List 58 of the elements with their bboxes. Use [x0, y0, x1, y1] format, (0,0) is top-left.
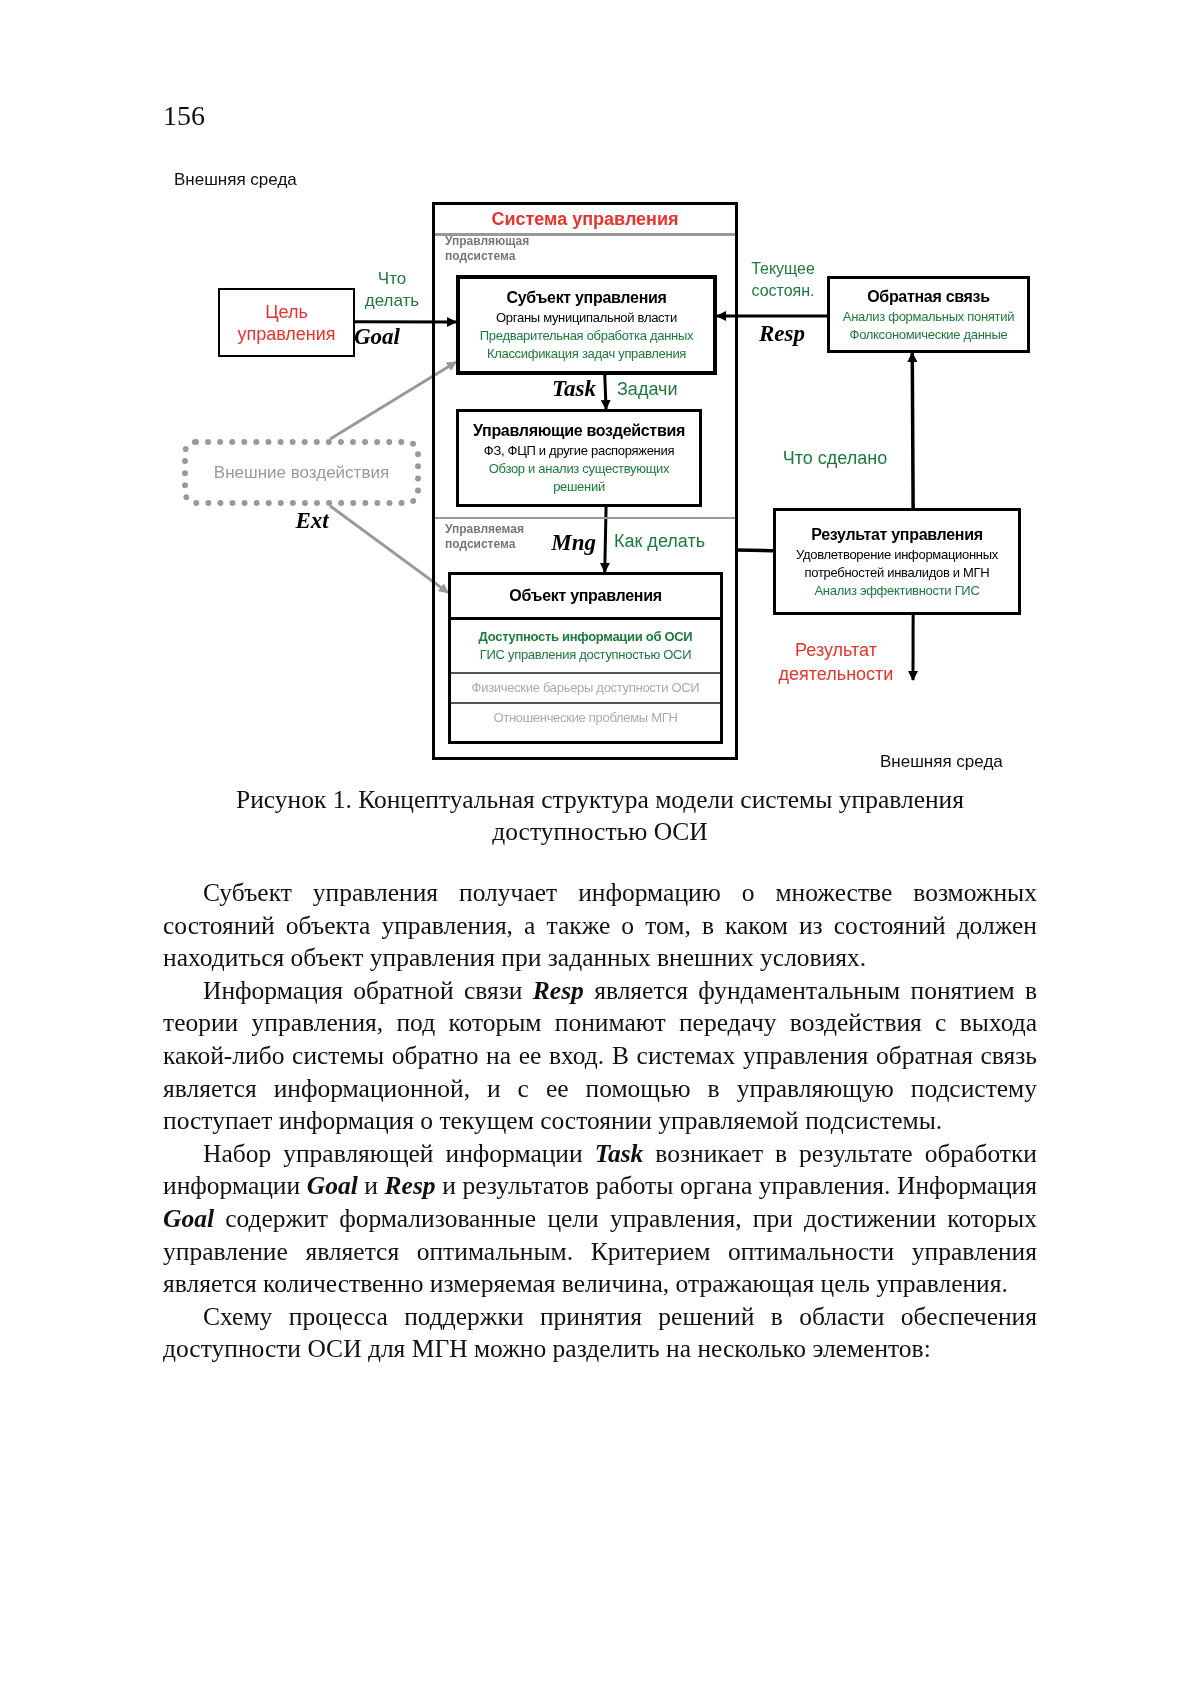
flow-label: Как делать	[614, 531, 707, 552]
process-box	[773, 508, 1021, 615]
body-paragraph: Набор управляющей информации Task возникает в результате обработки информации Goal и Resp и результатов работы органа управления. Информация Goal содержит формализованные цели управления, при достижении которых управление является оптимальным. Критерием оптимальности управления является количественно измеряемая величина, отражающая цель управления.	[163, 1137, 1037, 1301]
flow-label: Что делать	[363, 268, 421, 312]
box-text: ФЗ, ФЦП и другие распоряжения	[482, 442, 676, 460]
band-label: Управляющая подсистема	[445, 234, 531, 264]
box-text: Отношенческие проблемы МГН	[451, 702, 720, 732]
figure-caption: Рисунок 1. Концептуальная структура модели системы управления доступностью ОСИ	[235, 784, 965, 848]
box-text: Предварительная обработка данных	[478, 327, 695, 345]
edge-label: Результат деятельности	[777, 639, 895, 686]
box-text: Обзор и анализ существующих решений	[487, 460, 671, 496]
box-title: Объект управления	[451, 575, 720, 620]
edge-label: Что сделано	[781, 448, 889, 469]
process-box	[827, 276, 1030, 353]
box-title: Результат управления	[810, 524, 984, 545]
edge-label: Mng	[550, 530, 596, 556]
box-text: Фолксономические данные	[848, 325, 1009, 344]
box-text: Удовлетворение информационных потребностей инвалидов и МГН	[795, 545, 999, 582]
box-text: Анализ формальных понятий	[841, 307, 1016, 326]
box-title: Обратная связь	[866, 286, 991, 307]
box-text: Внешние воздействия	[212, 462, 391, 484]
box-title: Управляющие воздействия	[472, 421, 686, 441]
box-text: Анализ эффективности ГИС	[813, 581, 981, 600]
flow-label: Задачи	[617, 379, 679, 400]
body-paragraph: Субъект управления получает информацию о множестве возможных состояний объекта управления, а также о том, в каком из состояний должен находиться объект управления при заданных внешних условиях.	[163, 877, 1037, 975]
arrow	[600, 374, 611, 410]
arrow	[907, 352, 918, 508]
process-box	[456, 275, 717, 375]
system-box	[432, 202, 738, 760]
dotted-box	[182, 439, 421, 506]
edge-label: Resp	[758, 321, 806, 347]
box-text: Физические барьеры доступности ОСИ	[451, 672, 720, 702]
system-title: Система управления	[435, 205, 735, 236]
box-text: ГИС управления доступностью ОСИ	[478, 646, 693, 664]
page-number: 156	[163, 100, 206, 132]
body-paragraph: Схему процесса поддержки принятия решений в области обеспечения доступности ОСИ для МГН можно разделить на несколько элементов:	[163, 1300, 1037, 1366]
box-text: Классификация задач управления	[485, 345, 688, 363]
box-title: Субъект управления	[505, 288, 668, 308]
flow-label: Текущее состоян.	[750, 259, 816, 301]
band-label: Управляемая подсистема	[445, 522, 525, 552]
arrow	[329, 504, 449, 594]
process-box	[456, 409, 702, 507]
process-box	[448, 572, 723, 744]
arrow	[599, 506, 610, 573]
box-text: Органы муниципальной власти	[495, 309, 678, 327]
arrow	[329, 360, 457, 441]
box-text: Доступность информации об ОСИ	[477, 628, 694, 646]
arrow	[355, 317, 457, 327]
environment-label: Внешняя среда	[880, 752, 1004, 772]
goal-box	[218, 288, 355, 357]
environment-label: Внешняя среда	[174, 170, 298, 190]
edge-label: Ext	[294, 508, 330, 534]
edge-label: Goal	[353, 324, 400, 350]
arrow	[908, 615, 918, 681]
box-text: Цель управления	[236, 300, 337, 345]
edge-label: Task	[551, 376, 596, 402]
arrow	[716, 311, 827, 321]
body-paragraph: Информация обратной связи Resp является фундаментальным понятием в теории управления, под которым понимают передачу воздействия с выхода какой-либо системы обратно на ее вход. В системах управления обратная связь является информационной, и с ее помощью в управляющую подсистему поступает информация о текущем состоянии управляемой подсистемы.	[163, 974, 1037, 1138]
